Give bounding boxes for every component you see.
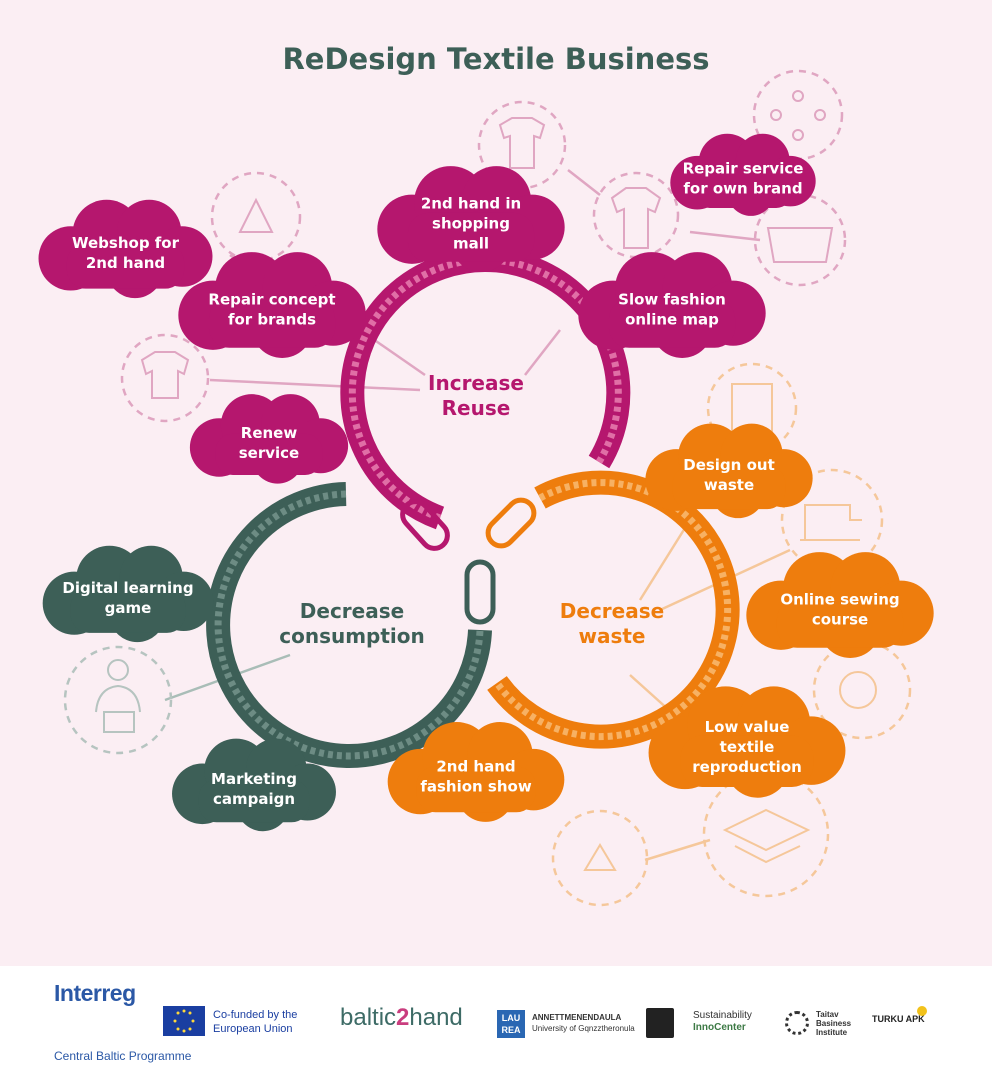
programme-label: Central Baltic Programme [54,1049,192,1063]
interreg-logo: Interreg [54,980,136,1006]
baltic2hand-logo: baltic2hand [340,1004,463,1031]
person-laptop-icon [63,645,173,755]
tshirt-icon [592,171,680,259]
recycle-icon [210,171,302,263]
turku-sun-icon [917,1006,927,1016]
polo-shirt-icon [120,333,210,423]
footer: Interreg Central Baltic Programme Co-fun… [0,966,992,1071]
taitaja-logo-icon [785,1011,809,1035]
turku-amk-logo: TURKU APK [872,1014,925,1024]
university-shield-icon [646,1008,674,1038]
laundry-basket-icon [753,193,847,287]
eu-cofund-label: Co-funded by the European Union [213,1009,298,1035]
page-title: ReDesign Textile Business [282,42,710,76]
zipper-pull-magenta [400,499,450,551]
zipper-pull-teal [464,559,496,625]
taitaja-label: Taitav Basiness Institute [816,1010,852,1037]
recycle-icon [551,809,649,907]
zipper-pull-orange [485,497,537,549]
eu-flag-icon [163,1006,205,1036]
laurea-logo: LAU REA [497,1010,525,1038]
